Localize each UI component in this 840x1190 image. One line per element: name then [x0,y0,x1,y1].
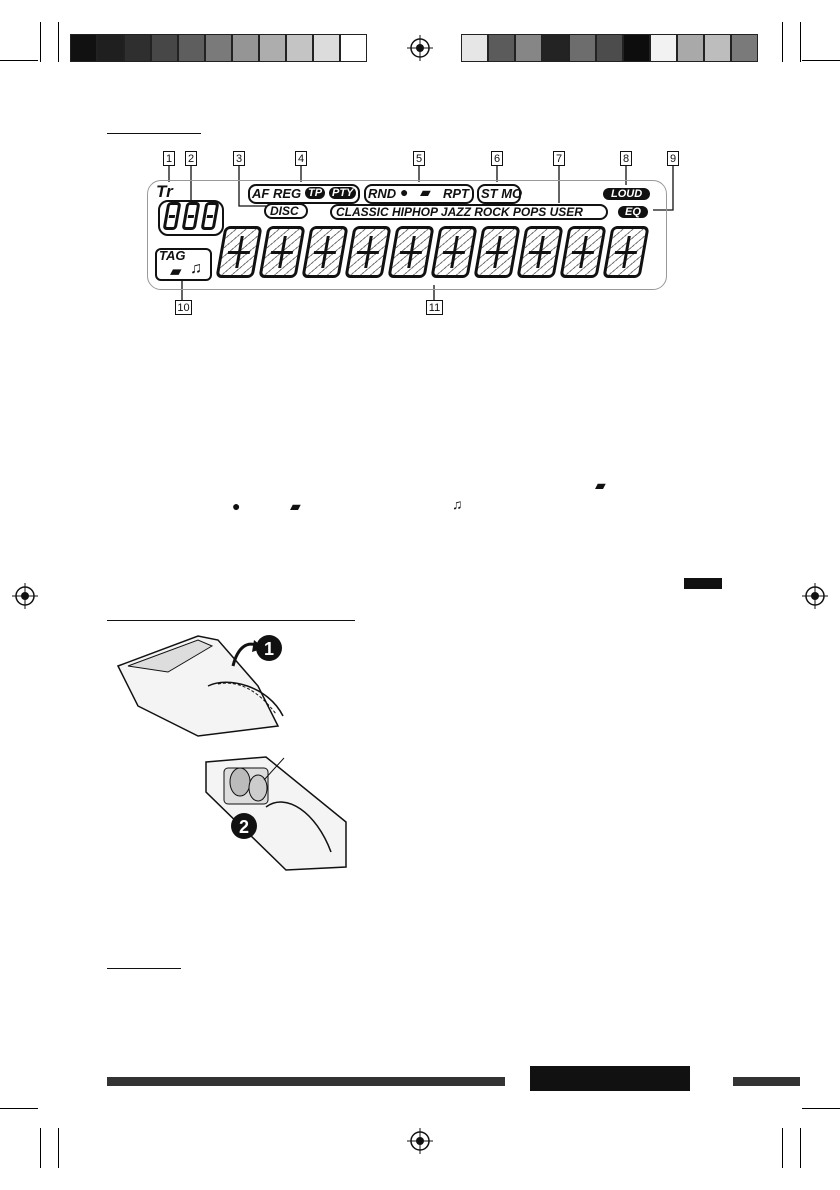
color-swatch [313,34,340,62]
registration-mark-icon [407,35,433,61]
crop-mark [802,60,840,61]
callout-7: 7 [553,151,565,166]
crop-mark [0,1108,38,1109]
eq-indicator: EQ [618,206,648,218]
crop-mark [782,1128,783,1168]
disc-icon: ● [400,184,409,200]
crop-mark [800,1128,801,1168]
crop-mark [0,60,38,61]
color-swatch [704,34,731,62]
remote-open-cover-illustration: 1 [116,635,284,737]
color-swatch [650,34,677,62]
registration-mark-icon [407,1128,433,1154]
color-swatch [286,34,313,62]
callout-1: 1 [163,151,175,166]
crop-mark [782,22,783,62]
af-reg-indicator: AF REG [252,186,302,201]
color-swatch [70,34,97,62]
lcd-display-outline [147,180,667,290]
footer-bar-left [107,1077,505,1086]
track-number-frame [158,200,224,236]
color-swatch [677,34,704,62]
folder-icon: ▰ [170,263,182,280]
footer-bar-right [733,1077,800,1086]
callout-3: 3 [233,151,245,166]
registration-mark-icon [802,583,828,609]
crop-mark [802,1108,840,1109]
color-swatch [569,34,596,62]
crop-mark [40,22,41,62]
disc-icon: ● [232,498,241,514]
color-swatch [542,34,569,62]
section-heading-rule [107,968,181,969]
music-note-icon: ♫ [452,496,463,512]
callout-4: 4 [295,151,307,166]
registration-mark-icon [12,583,38,609]
section-heading-rule [107,133,201,134]
color-swatch [205,34,232,62]
eq-modes-group [330,204,608,220]
st-mo-indicator: ST MO [481,186,523,201]
rpt-indicator: RPT [443,186,469,201]
step-1-number: 1 [264,639,274,659]
disc-group [264,203,308,219]
pty-indicator: PTY [329,187,357,199]
af-reg-tp-pty-group [248,184,360,204]
folder-icon: ▰ [420,184,431,200]
section-heading-rule [107,620,355,621]
tag-indicator: TAG [159,248,186,263]
callout-5: 5 [413,151,425,166]
callout-11: 11 [426,300,443,315]
folder-icon: ▰ [595,477,606,493]
crop-mark [800,22,801,62]
music-note-icon: ♫ [190,260,202,277]
rnd-indicator: RND [368,186,397,201]
color-swatch [259,34,286,62]
callout-2: 2 [185,151,197,166]
crop-mark [40,1128,41,1168]
color-swatch [340,34,367,62]
disc-indicator: DISC [270,204,299,218]
crop-mark [58,22,59,62]
eq-modes-indicator: CLASSIC HIPHOP JAZZ ROCK POPS USER [336,205,583,219]
color-swatch [232,34,259,62]
tp-indicator: TP [305,187,326,199]
color-swatch [488,34,515,62]
st-mo-group [477,184,521,204]
color-swatch [515,34,542,62]
tr-indicator: Tr [156,182,173,201]
crop-mark [58,1128,59,1168]
remote-battery-insert-illustration: 2 [205,756,347,871]
callout-6: 6 [491,151,503,166]
language-tab-badge [684,578,722,589]
rnd-rpt-group [364,184,474,204]
callout-8: 8 [620,151,632,166]
color-swatch [596,34,623,62]
color-swatch [178,34,205,62]
callout-9: 9 [667,151,679,166]
color-swatch [124,34,151,62]
color-swatch [731,34,758,62]
folder-icon: ▰ [290,498,301,514]
loud-indicator: LOUD [603,188,651,200]
color-swatch [461,34,488,62]
tag-group [155,248,212,281]
color-swatch [623,34,650,62]
step-2-number: 2 [239,817,249,837]
color-swatch [151,34,178,62]
callout-10: 10 [175,300,192,315]
leader-lines [168,166,674,300]
footer-page-tab [530,1066,690,1091]
color-swatch [97,34,124,62]
